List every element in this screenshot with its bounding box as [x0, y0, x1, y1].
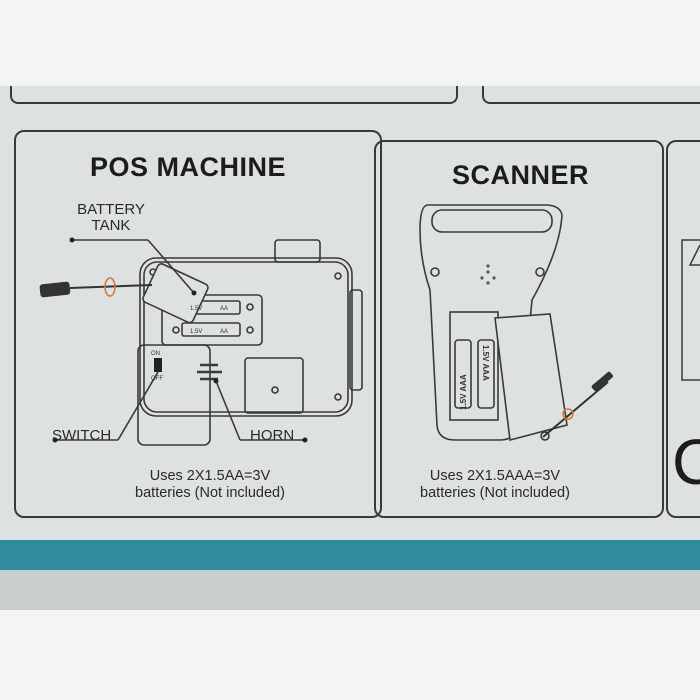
- box-bottom-edge: [0, 570, 700, 610]
- battery-mark: AA: [220, 329, 228, 335]
- pos-battery-note: Uses 2X1.5AA=3V batteries (Not included): [95, 468, 325, 502]
- battery-tank-label: BATTERY TANK: [77, 201, 145, 234]
- scanner-note-line2: batteries (Not included): [420, 485, 570, 501]
- battery-mark: 1.5V AAA: [481, 345, 490, 381]
- battery-mark: 1.5V AAA: [459, 374, 468, 410]
- switch-on-mark: ON: [151, 351, 160, 357]
- scanner-battery-note: Uses 2X1.5AAA=3V batteries (Not included…: [390, 468, 600, 502]
- ce-mark: C: [672, 426, 700, 498]
- right-panel: [666, 140, 700, 518]
- scanner-note-line1: Uses 2X1.5AAA=3V: [429, 468, 561, 484]
- switch-off-mark: OFF: [151, 376, 163, 382]
- battery-mark: 1.5V: [190, 306, 202, 312]
- pos-note-line1: Uses 2X1.5AA=3V: [149, 468, 271, 484]
- teal-stripe: [0, 540, 700, 570]
- upper-panel-left: [10, 86, 458, 104]
- scanner-panel: [374, 140, 664, 518]
- battery-mark: 1.5V: [190, 329, 202, 335]
- scanner-title: SCANNER: [452, 160, 590, 190]
- pos-note-line2: batteries (Not included): [135, 485, 285, 501]
- battery-mark: AA: [220, 306, 228, 312]
- pos-machine-title: POS MACHINE: [90, 152, 287, 182]
- pos-machine-panel: [14, 130, 382, 518]
- upper-panel-right: [482, 86, 700, 104]
